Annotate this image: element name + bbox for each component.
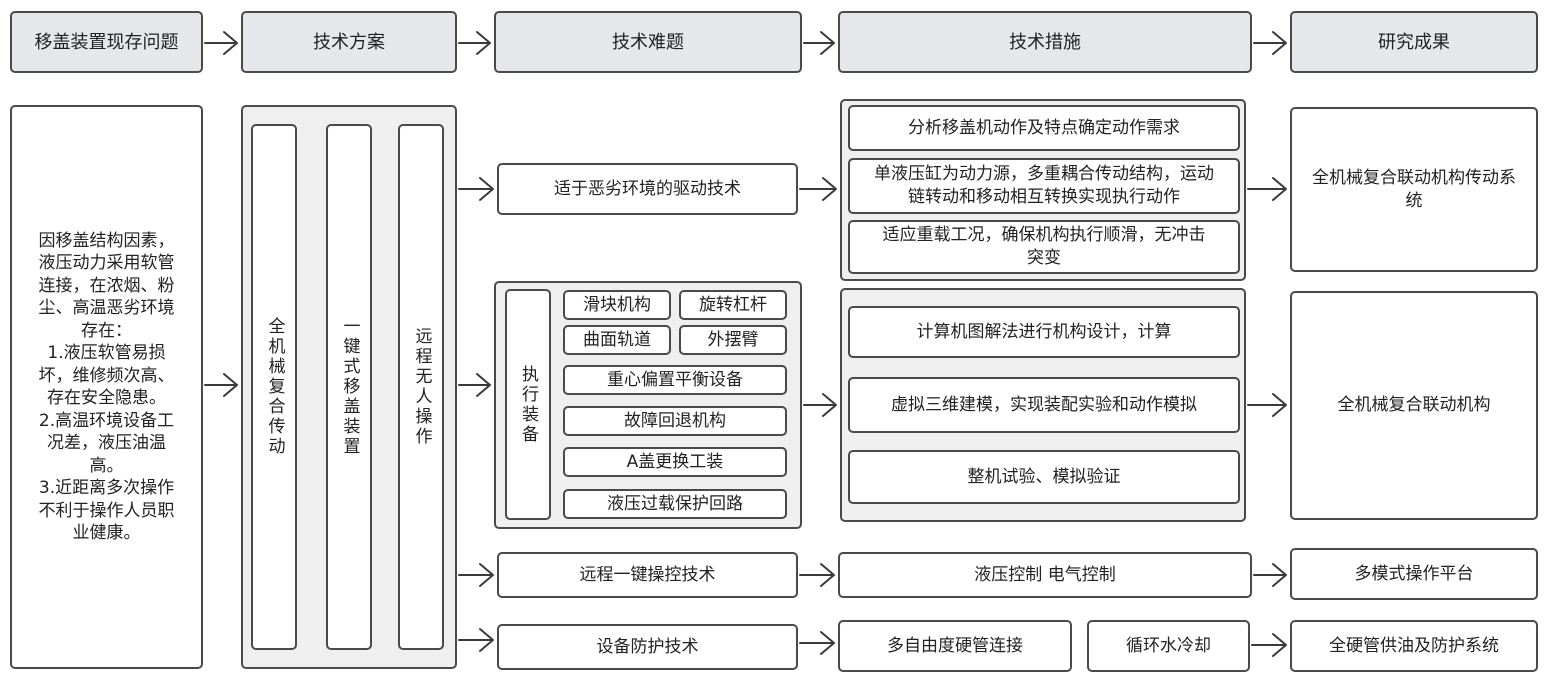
problem-line: 坏，维修频次高、 — [38, 365, 175, 386]
problem-line: 1.液压软管易损 — [47, 343, 166, 363]
measure-remote: 液压控制 电气控制 — [838, 552, 1252, 598]
measure-protection: 循环水冷却 — [1087, 620, 1250, 672]
arrow — [458, 563, 494, 587]
header-results: 研究成果 — [1290, 11, 1538, 73]
arrow — [458, 373, 491, 397]
problem-line: 存在安全隐患。 — [47, 388, 166, 408]
measure-equipment: 计算机图解法进行机构设计，计算 — [848, 306, 1240, 358]
measure-protection: 多自由度硬管连接 — [838, 620, 1072, 672]
arrow — [458, 628, 494, 652]
equipment-item: A盖更换工装 — [563, 447, 787, 477]
problem-line: 不利于操作人员职 — [38, 500, 175, 521]
measure-equipment: 虚拟三维建模，实现装配实验和动作模拟 — [848, 377, 1240, 433]
arrow — [799, 631, 835, 655]
arrow — [803, 31, 835, 55]
arrow — [1253, 31, 1287, 55]
arrow — [1251, 633, 1287, 657]
header-problems: 移盖装置现存问题 — [10, 11, 203, 73]
measure-drive: 适应重载工况，确保机构执行顺滑，无冲击突变 — [848, 220, 1240, 274]
scheme-one-key-lid-device: 一键式移盖装置 — [326, 124, 372, 650]
problem-description: 因移盖结构因素， 液压动力采用软管 连接，在浓烟、粉 尘、高温恶劣环境 存在： … — [10, 105, 203, 669]
header-difficulties: 技术难题 — [494, 11, 802, 73]
arrow — [803, 393, 837, 417]
equipment-item: 曲面轨道 — [563, 325, 671, 355]
equipment-item: 液压过载保护回路 — [563, 489, 787, 519]
header-scheme: 技术方案 — [241, 11, 457, 73]
header-measures: 技术措施 — [838, 11, 1252, 73]
result-platform: 多模式操作平台 — [1290, 548, 1538, 600]
problem-line: 因移盖结构因素， — [38, 230, 175, 251]
equipment-item: 重心偏置平衡设备 — [563, 365, 787, 395]
equipment-item: 滑块机构 — [563, 290, 671, 320]
problem-line: 连接，在浓烟、粉 — [38, 275, 175, 296]
arrow — [1247, 393, 1287, 417]
difficulty-drive: 适于恶劣环境的驱动技术 — [497, 163, 798, 215]
problem-line: 液压动力采用软管 — [38, 253, 175, 273]
equipment-item: 外摆臂 — [679, 325, 787, 355]
difficulty-protection: 设备防护技术 — [497, 624, 798, 670]
equipment-item: 旋转杠杆 — [679, 290, 787, 320]
scheme-mechanical-transmission: 全机械复合传动 — [251, 124, 297, 650]
arrow — [799, 177, 837, 201]
problem-line: 业健康。 — [72, 523, 141, 543]
problem-line: 况差，液压油温 — [47, 433, 166, 453]
arrow — [204, 31, 238, 55]
problem-line: 高。 — [89, 455, 124, 476]
problem-line: 存在： — [81, 320, 132, 341]
arrow — [458, 31, 491, 55]
arrow — [799, 563, 835, 587]
arrow — [1247, 177, 1287, 201]
result-linkage: 全机械复合联动机构 — [1290, 291, 1538, 520]
result-protection-system: 全硬管供油及防护系统 — [1290, 620, 1538, 672]
equipment-label: 执行装备 — [505, 289, 551, 520]
problem-line: 3.近距离多次操作 — [38, 478, 175, 498]
measure-drive: 单液压缸为动力源，多重耦合传动结构，运动链转动和移动相互转换实现执行动作 — [848, 158, 1240, 214]
equipment-item: 故障回退机构 — [563, 406, 787, 436]
arrow — [204, 373, 238, 397]
arrow — [458, 177, 494, 201]
arrow — [1253, 563, 1287, 587]
measure-drive: 分析移盖机动作及特点确定动作需求 — [848, 105, 1240, 151]
measure-equipment: 整机试验、模拟验证 — [848, 450, 1240, 504]
problem-line: 2.高温环境设备工 — [38, 410, 175, 431]
result-drive-system: 全机械复合联动机构传动系统 — [1290, 107, 1538, 272]
problem-line: 尘、高温恶劣环境 — [38, 298, 175, 318]
difficulty-remote: 远程一键操控技术 — [497, 552, 798, 598]
scheme-remote-unmanned: 远程无人操作 — [398, 124, 444, 650]
